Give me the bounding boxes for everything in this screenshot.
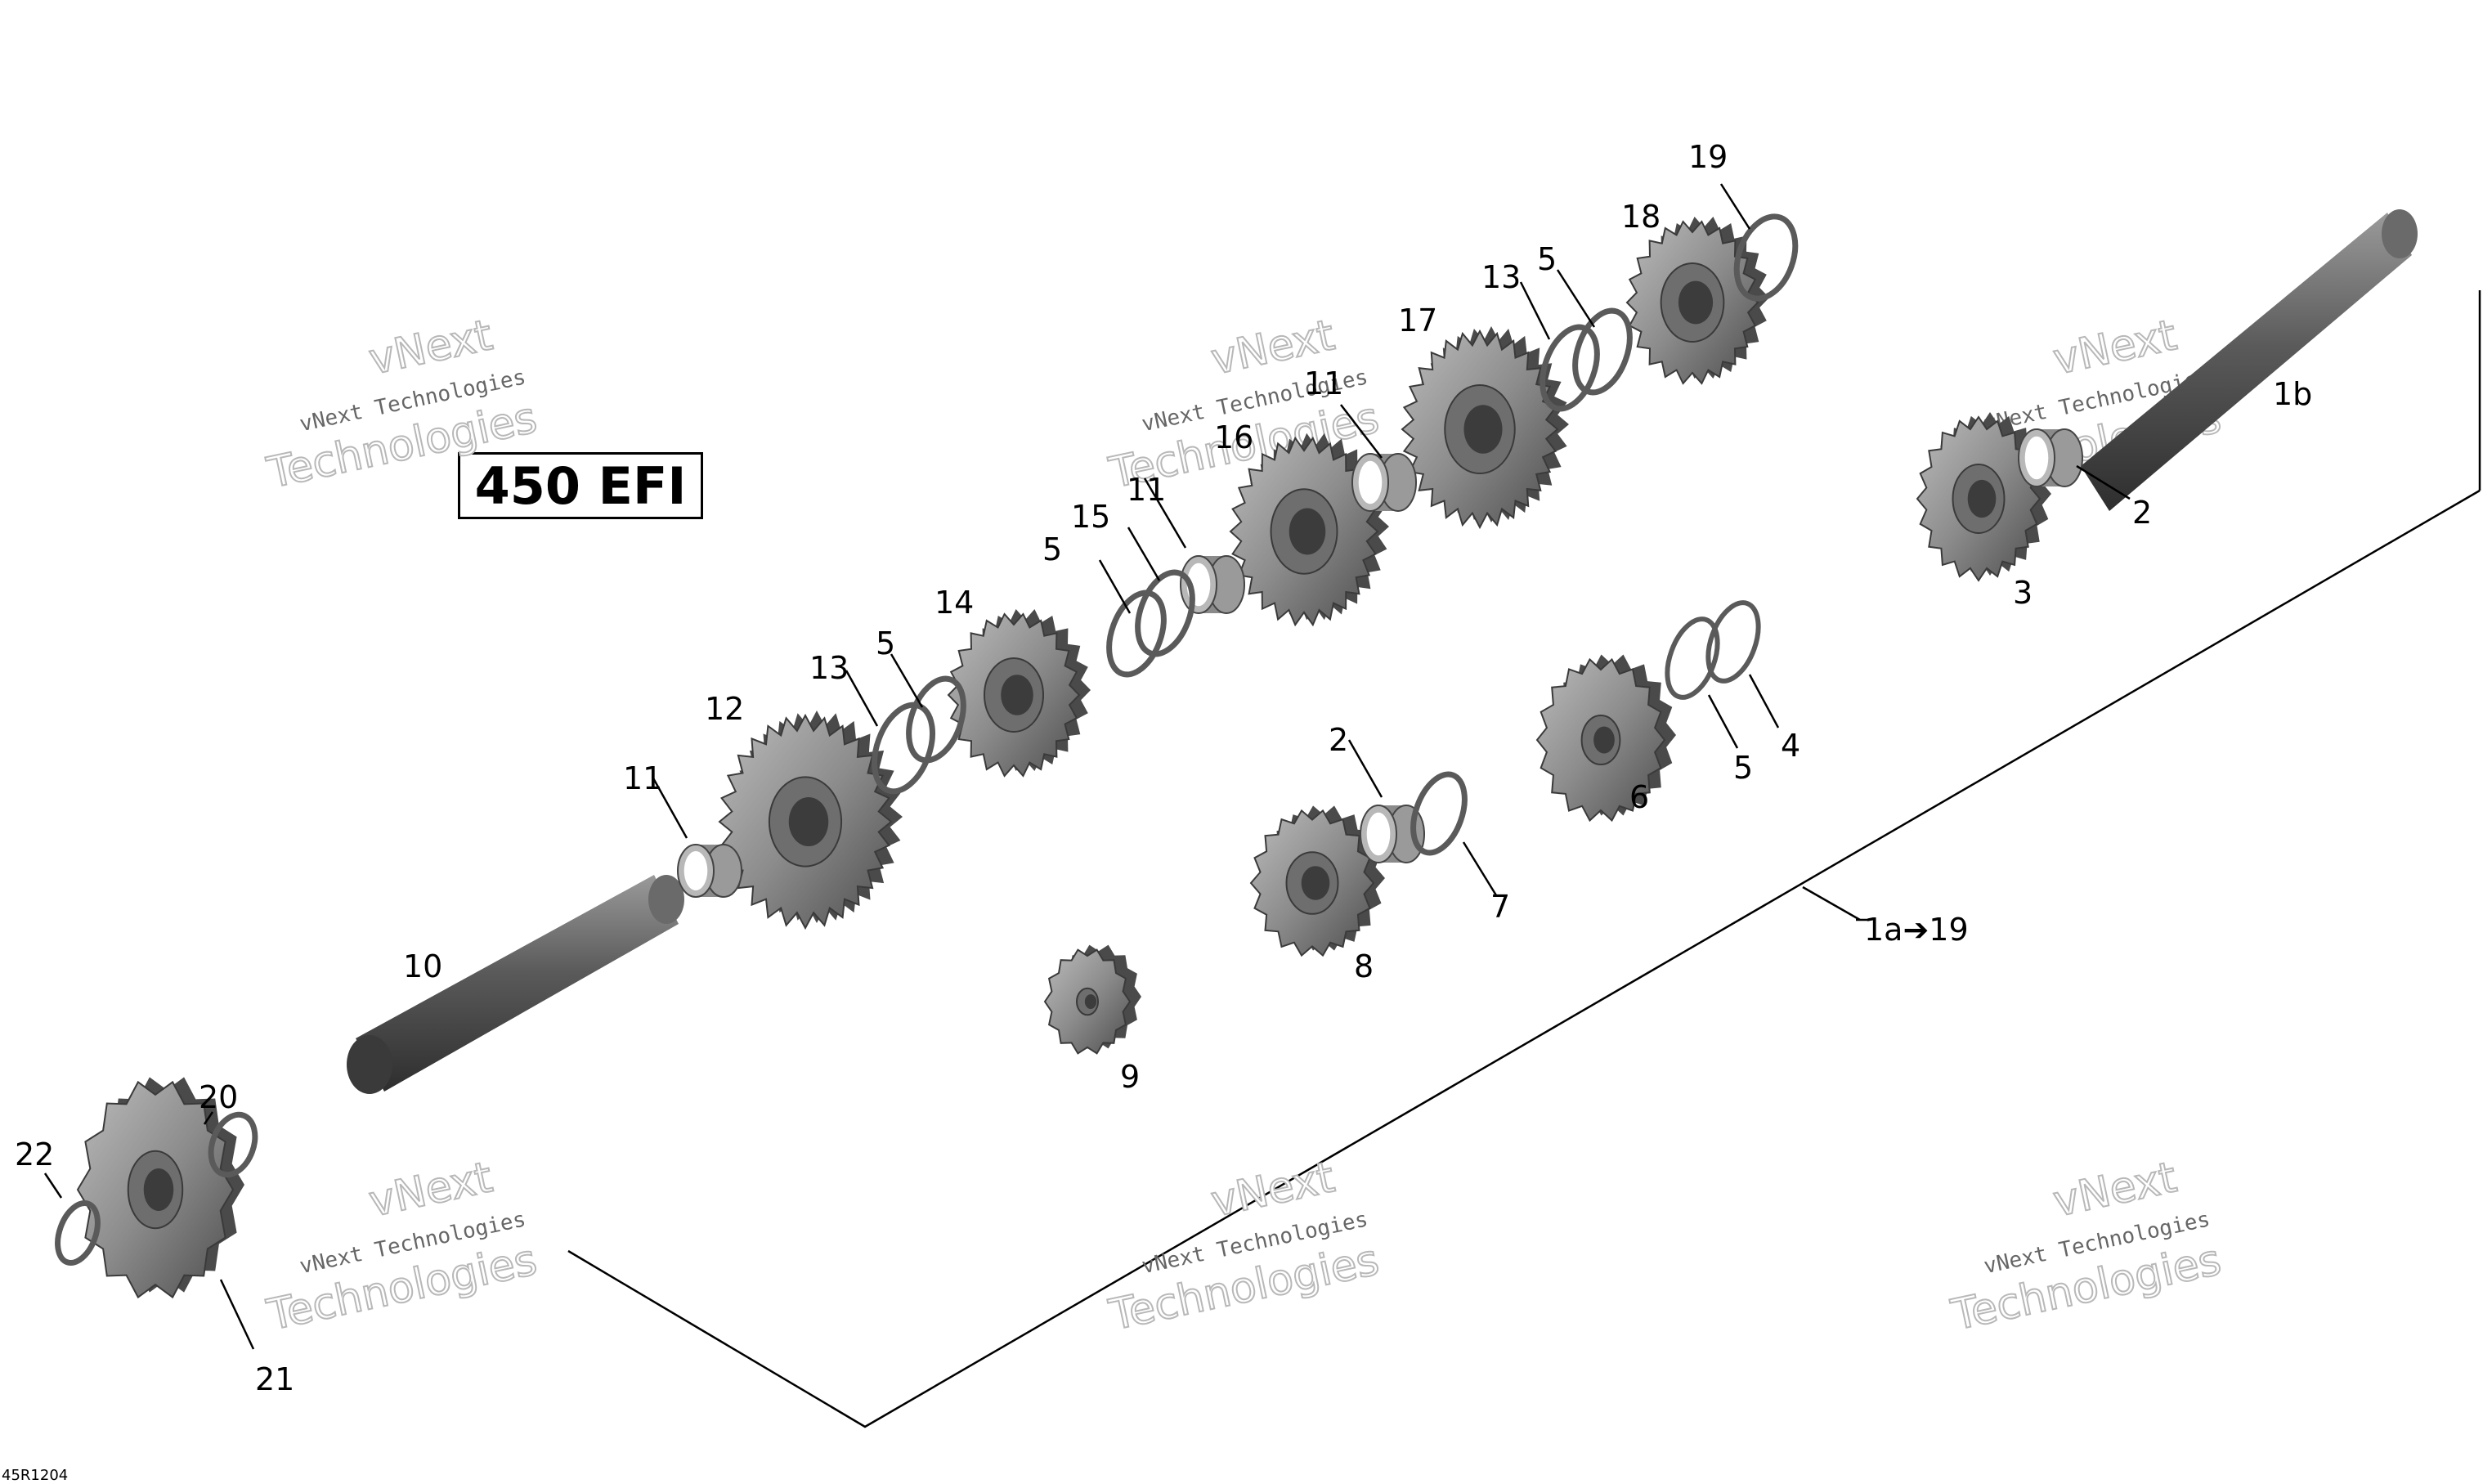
callout-19: 19 <box>1688 139 1728 175</box>
callout-5: 5 <box>1537 241 1557 277</box>
callout-7: 7 <box>1490 889 1510 925</box>
watermark-big-1: vNext <box>2049 1153 2180 1226</box>
washer-19 <box>1733 213 1799 302</box>
washer-7 <box>1410 771 1468 856</box>
callout-17: 17 <box>1398 303 1437 338</box>
parts-layer <box>55 213 2083 1299</box>
washer-15 <box>1135 569 1195 657</box>
bushing-11 <box>1351 453 1417 512</box>
grouping-lines <box>567 290 2481 1428</box>
callout-2: 2 <box>1329 722 1348 758</box>
watermark-big-1: vNext <box>365 1153 496 1226</box>
callout-11: 11 <box>1127 472 1166 508</box>
callout-18: 18 <box>1621 199 1661 235</box>
callout-10: 10 <box>403 948 442 984</box>
sprocket-21 <box>76 1077 244 1299</box>
callout-2: 2 <box>2132 495 2152 531</box>
callout-5: 5 <box>876 625 895 661</box>
output-shaft-10 <box>347 875 684 1094</box>
circlip-22 <box>55 1200 101 1266</box>
reference-code: 45R1204 <box>2 1467 69 1484</box>
washer-5 <box>906 675 966 764</box>
gear-6 <box>1535 654 1676 823</box>
gear-17 <box>1401 326 1569 530</box>
callout-12: 12 <box>705 691 744 727</box>
gear-14 <box>947 609 1091 778</box>
callout-9: 9 <box>1120 1059 1140 1095</box>
callout-20: 20 <box>199 1079 238 1115</box>
watermark-big-1: vNext <box>365 311 496 384</box>
callout-14: 14 <box>934 585 974 621</box>
gear-12 <box>718 711 903 930</box>
callout-13: 13 <box>809 650 849 686</box>
watermark-big-1: vNext <box>1207 1153 1338 1226</box>
callout-11: 11 <box>1304 365 1343 401</box>
watermarks: vNext Technologies vNext Technologies vN… <box>262 310 2225 1341</box>
washer-5 <box>1665 616 1720 700</box>
model-label: 450 EFI <box>458 452 703 519</box>
gear-18 <box>1625 217 1769 385</box>
callouts: 1a➔19 1b 2 2 3 4 5 5 5 5 6 7 8 9 10 11 1… <box>15 139 2312 1397</box>
callout-16: 16 <box>1214 419 1253 455</box>
callout-15: 15 <box>1071 499 1110 535</box>
callout-3: 3 <box>2013 575 2033 611</box>
gear-8 <box>1249 805 1385 957</box>
callout-22: 22 <box>15 1137 54 1172</box>
callout-21: 21 <box>255 1361 294 1397</box>
callout-13: 13 <box>1481 259 1521 295</box>
callout-4: 4 <box>1781 728 1800 764</box>
callout-5: 5 <box>1042 531 1062 567</box>
washer-5 <box>1572 307 1633 396</box>
washer-20 <box>208 1111 258 1178</box>
washer-5 <box>1106 590 1167 678</box>
callout-1b: 1b <box>2273 376 2312 412</box>
callout-1a-19: 1a➔19 <box>1864 912 1969 948</box>
bushing-11 <box>677 844 742 898</box>
washer-4 <box>1705 600 1761 684</box>
gear-9 <box>1043 944 1141 1055</box>
main-shaft-1b <box>2081 209 2418 511</box>
bushing-2 <box>2018 428 2083 487</box>
callout-5: 5 <box>1733 750 1753 786</box>
callout-6: 6 <box>1629 779 1649 815</box>
leader-lines <box>43 183 2131 1350</box>
watermark-big-1: vNext <box>2049 311 2180 384</box>
washer-13 <box>872 702 935 795</box>
callout-11: 11 <box>623 760 662 796</box>
callout-8: 8 <box>1354 948 1374 984</box>
